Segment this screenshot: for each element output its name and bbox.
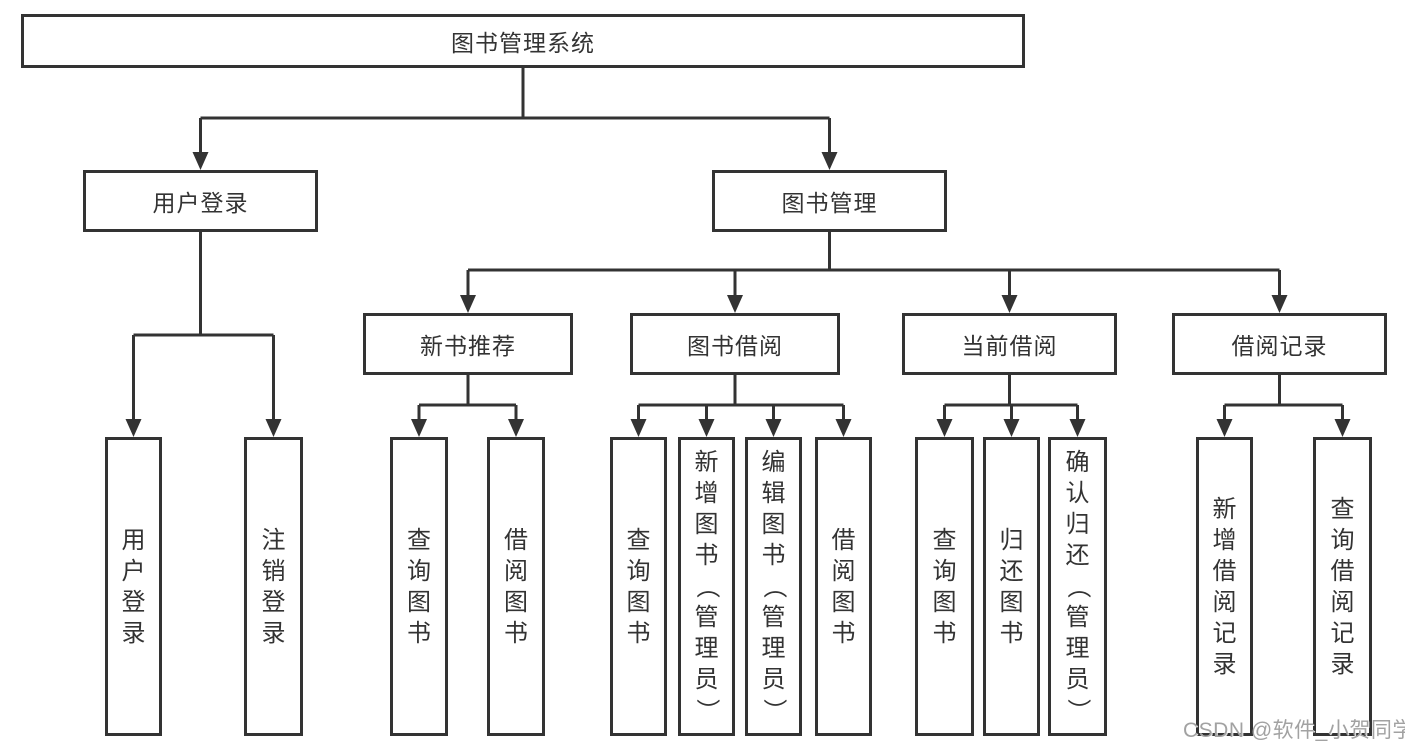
leaf-logout-login: 注销登录: [244, 437, 303, 736]
node-label: 当前借阅: [961, 333, 1058, 359]
leaf-borrow-books-recommend: 借阅图书: [487, 437, 545, 736]
node-label: 查询图书: [932, 526, 957, 647]
node-label: 查询借阅记录: [1330, 495, 1355, 678]
node-book-borrowing: 图书借阅: [630, 313, 840, 375]
node-label: 编辑图书（管理员）: [760, 449, 787, 723]
csdn-watermark: CSDN @软件_小贺同学: [1183, 719, 1405, 742]
node-label: 新增借阅记录: [1212, 495, 1237, 678]
node-label: 图书管理系统: [451, 30, 595, 56]
node-label: 新增图书（管理员）: [693, 449, 720, 723]
node-borrow-records: 借阅记录: [1172, 313, 1387, 375]
node-new-book-recommend: 新书推荐: [363, 313, 573, 375]
leaf-user-login: 用户登录: [105, 437, 162, 736]
leaf-query-borrow-record: 查询借阅记录: [1313, 437, 1372, 736]
leaf-add-borrow-record: 新增借阅记录: [1196, 437, 1253, 736]
node-label: 借阅图书: [504, 526, 528, 647]
node-user-login: 用户登录: [83, 170, 318, 232]
node-label: 新书推荐: [420, 333, 516, 359]
node-label: 确认归还（管理员）: [1064, 449, 1091, 723]
leaf-confirm-return-admin: 确认归还（管理员）: [1048, 437, 1107, 736]
node-label: 注销登录: [261, 526, 286, 647]
node-label: 用户登录: [152, 190, 249, 216]
leaf-borrow-books-borrowing: 借阅图书: [815, 437, 872, 736]
node-label: 用户登录: [121, 526, 146, 647]
leaf-edit-books-admin: 编辑图书（管理员）: [745, 437, 802, 736]
leaf-query-books-borrowing: 查询图书: [610, 437, 667, 736]
node-label: 借阅图书: [831, 526, 856, 647]
node-label: 查询图书: [407, 526, 431, 647]
node-book-management: 图书管理: [712, 170, 947, 232]
node-label: 归还图书: [999, 526, 1024, 647]
node-label: 图书管理: [781, 190, 878, 216]
leaf-add-books-admin: 新增图书（管理员）: [678, 437, 735, 736]
node-label: 查询图书: [626, 526, 651, 647]
node-library-management-system: 图书管理系统: [21, 14, 1025, 68]
leaf-return-books: 归还图书: [983, 437, 1040, 736]
leaf-query-books-current: 查询图书: [915, 437, 974, 736]
node-label: 图书借阅: [687, 333, 783, 359]
leaf-query-books-recommend: 查询图书: [390, 437, 448, 736]
node-label: 借阅记录: [1231, 333, 1328, 359]
node-current-borrowing: 当前借阅: [902, 313, 1117, 375]
